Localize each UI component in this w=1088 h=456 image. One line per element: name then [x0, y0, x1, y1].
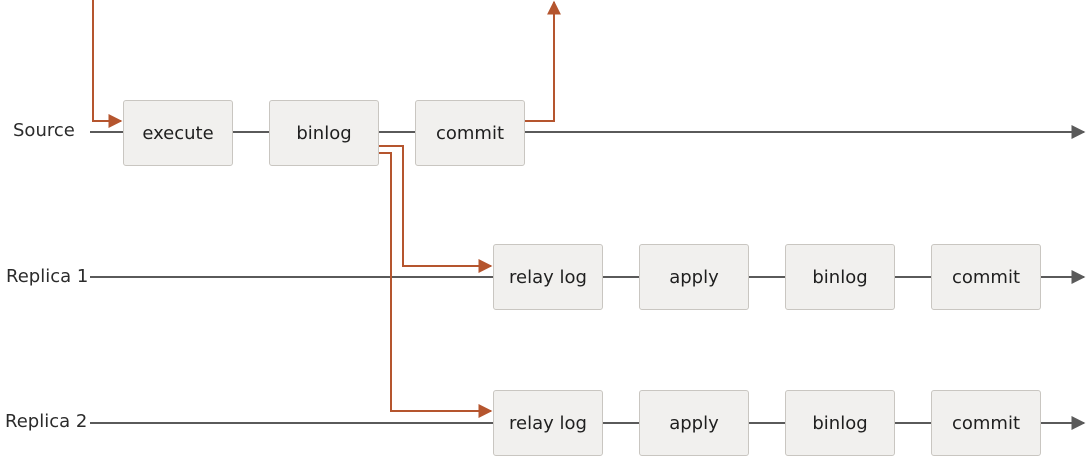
replica-2-apply-box: apply	[639, 390, 749, 456]
replica-2-binlog-box: binlog	[785, 390, 895, 456]
incoming-transaction-arrow	[92, 0, 123, 128]
binlog-to-replica-2-arrow	[378, 152, 493, 418]
source-commit-box: commit	[415, 100, 525, 166]
replica-1-commit-box: commit	[931, 244, 1041, 310]
replica-2-commit-box: commit	[931, 390, 1041, 456]
lane-label-source: Source	[13, 120, 75, 141]
replica-1-relay-log-box: relay log	[493, 244, 603, 310]
source-binlog-box: binlog	[269, 100, 379, 166]
replica-2-relay-log-box: relay log	[493, 390, 603, 456]
replica-1-apply-box: apply	[639, 244, 749, 310]
lane-label-replica-2: Replica 2	[5, 411, 88, 432]
binlog-to-replica-1-arrow	[378, 145, 493, 273]
source-execute-box: execute	[123, 100, 233, 166]
commit-return-arrow	[524, 0, 561, 122]
lane-label-replica-1: Replica 1	[6, 266, 89, 287]
replica-1-binlog-box: binlog	[785, 244, 895, 310]
